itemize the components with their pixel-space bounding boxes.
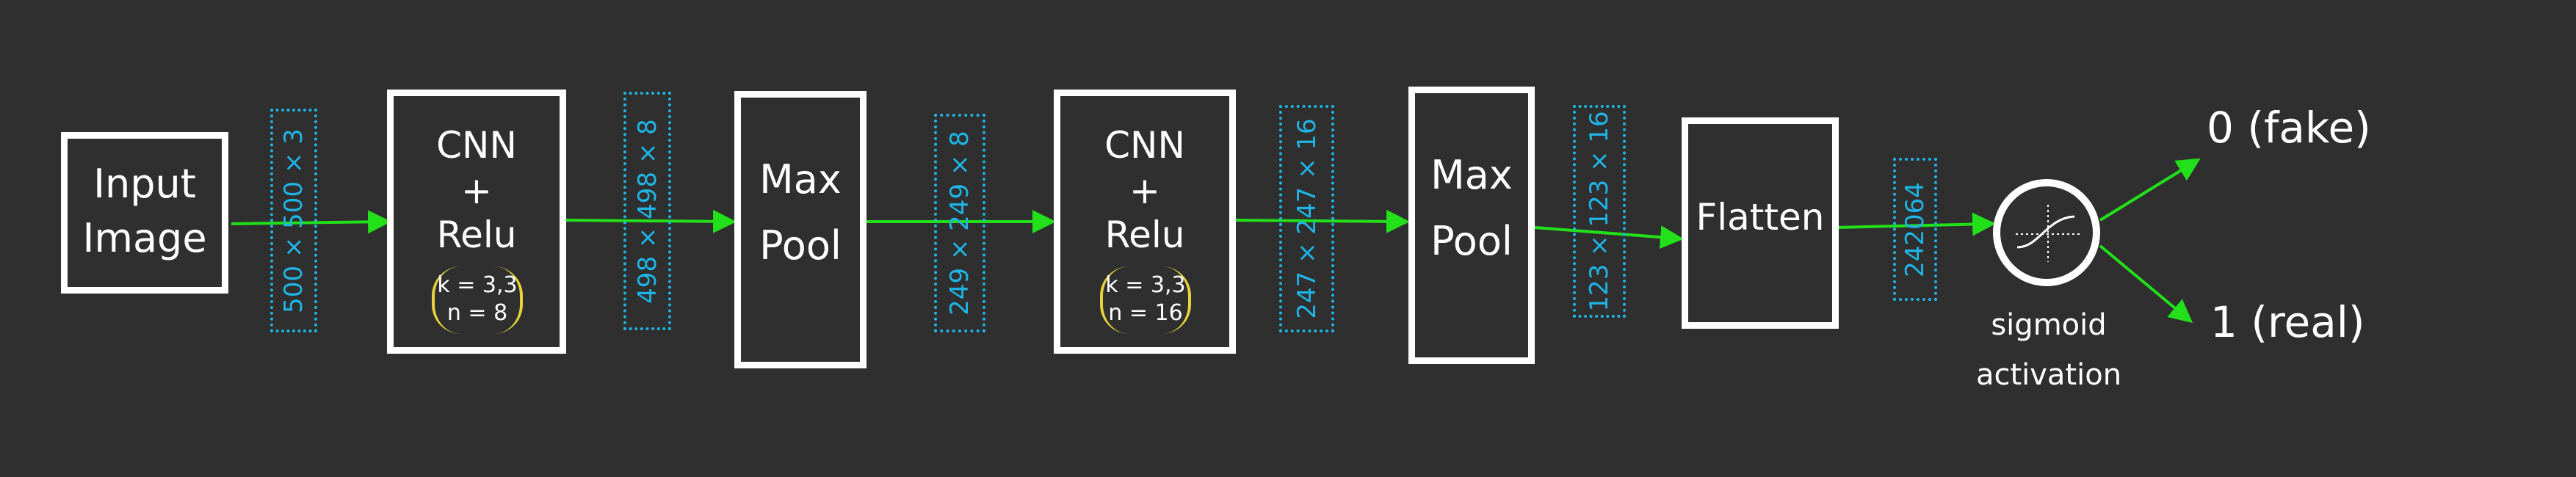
cnn1-params: k = 3,3 n = 8: [432, 266, 523, 334]
cnn-relu-block-1: CNN + Relu k = 3,3 n = 8: [387, 90, 566, 354]
pool1-line1: Max: [759, 156, 842, 203]
sigmoid-node: [1993, 179, 2100, 286]
cnn2-line2: +: [1129, 170, 1160, 212]
flatten-label: Flatten: [1696, 196, 1825, 238]
cnn1-filters: n = 8: [446, 300, 508, 326]
sigmoid-label-line2: activation: [1975, 358, 2122, 392]
dimension-label-2: 498 × 498 × 8: [623, 92, 671, 330]
input-block-line1: Input: [93, 161, 196, 207]
dimension-text-1: 500 × 500 × 3: [279, 128, 308, 313]
arrow-cnn2-to-pool2: [1233, 209, 1410, 233]
dimension-text-2: 498 × 498 × 8: [632, 118, 662, 304]
pool2-line1: Max: [1430, 152, 1513, 198]
pool1-line2: Pool: [759, 222, 842, 269]
cnn1-line3: Relu: [436, 214, 517, 256]
flatten-block: Flatten: [1682, 117, 1839, 329]
cnn-relu-block-2: CNN + Relu k = 3,3 n = 16: [1054, 90, 1236, 354]
dimension-text-4: 247 × 247 × 16: [1292, 118, 1322, 319]
dimension-label-4: 247 × 247 × 16: [1279, 105, 1334, 332]
dimension-text-6: 242064: [1900, 181, 1930, 277]
cnn2-line3: Relu: [1104, 214, 1185, 256]
cnn2-line1: CNN: [1104, 124, 1185, 167]
output-fake: 0 (fake): [2207, 103, 2371, 153]
dimension-label-3: 249 × 249 × 8: [934, 114, 985, 332]
sigmoid-label-line1: sigmoid: [1991, 308, 2107, 342]
arrow-sigmoid-to-fake: [2099, 158, 2201, 222]
cnn2-filters: n = 16: [1108, 300, 1183, 326]
dimension-label-1: 500 × 500 × 3: [270, 109, 317, 332]
sigmoid-curve-icon: [2016, 215, 2075, 249]
input-block-line2: Image: [82, 215, 207, 261]
cnn2-kernel: k = 3,3: [1105, 272, 1186, 298]
max-pool-block-2: Max Pool: [1408, 87, 1535, 364]
dimension-text-5: 123 × 123 × 16: [1585, 111, 1614, 312]
cnn1-line1: CNN: [436, 124, 517, 167]
cnn1-kernel: k = 3,3: [437, 272, 518, 298]
arrow-pool2-to-flatten: [1534, 225, 1684, 250]
dimension-label-6: 242064: [1893, 158, 1937, 301]
cnn1-line2: +: [461, 170, 492, 212]
dimension-label-5: 123 × 123 × 16: [1573, 105, 1626, 318]
arrow-flatten-to-sigmoid: [1835, 212, 1996, 236]
cnn2-params: k = 3,3 n = 16: [1100, 266, 1191, 334]
pool2-line2: Pool: [1430, 218, 1513, 264]
arrow-sigmoid-to-real: [2099, 244, 2193, 324]
dimension-text-3: 249 × 249 × 8: [945, 131, 974, 316]
input-image-block: Input Image: [61, 132, 228, 294]
arrow-cnn1-to-pool1: [565, 209, 737, 233]
max-pool-block-1: Max Pool: [734, 91, 866, 368]
arrow-input-to-cnn1: [231, 210, 391, 234]
output-real: 1 (real): [2210, 297, 2365, 347]
